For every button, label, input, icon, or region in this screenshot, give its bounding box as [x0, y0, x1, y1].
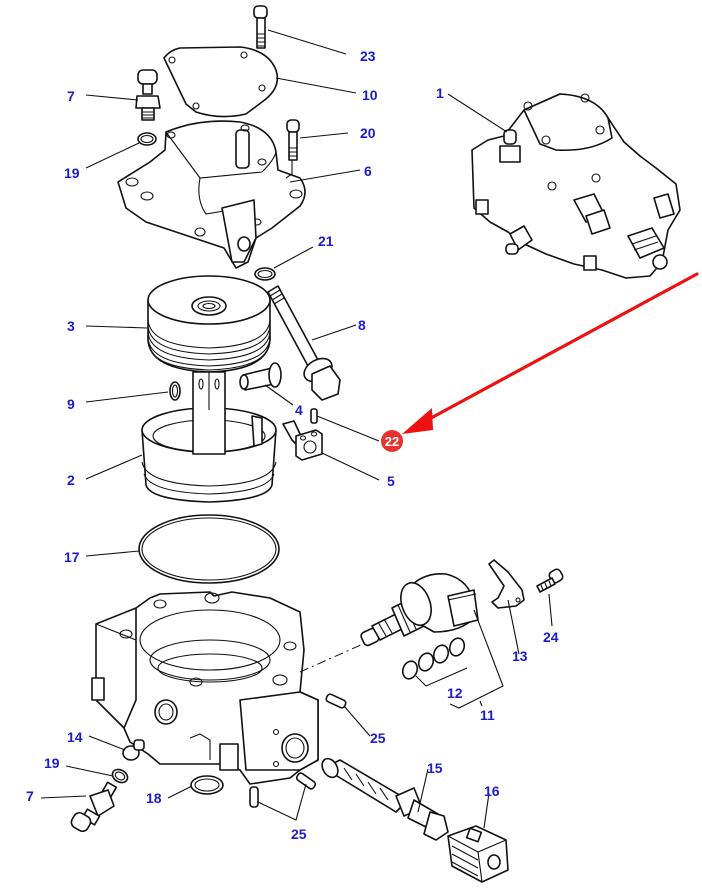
callout-20[interactable]: 20: [360, 125, 376, 141]
part-25-pin-a: [325, 693, 347, 709]
part-24-cap-screw: [536, 568, 564, 593]
part-8-bolt: [267, 285, 341, 401]
callout-17[interactable]: 17: [64, 549, 80, 565]
part-13-retaining-fork: [488, 559, 525, 609]
main-valve-body: [91, 591, 319, 785]
part-25-pin-b: [249, 786, 259, 808]
callout-6[interactable]: 6: [364, 163, 372, 179]
callout-3[interactable]: 3: [67, 318, 75, 334]
part-7-pressure-switch-top: [135, 69, 161, 121]
callout-1[interactable]: 1: [436, 85, 444, 101]
part-16-coil-connector: [447, 825, 509, 883]
part-19-o-ring-top: [137, 132, 157, 146]
leader-lines: [40, 29, 553, 829]
part-14-plug: [122, 739, 145, 761]
part-23-cap-screw: [253, 5, 268, 49]
part-1-complete-assembly: [471, 93, 681, 279]
part-20-cap-screw: [286, 119, 300, 161]
callout-11[interactable]: 11: [480, 707, 495, 723]
callout-19-top[interactable]: 19: [64, 165, 80, 181]
part-22-roll-pin: [310, 408, 318, 424]
part-10-cover-plate: [163, 46, 279, 118]
part-12-o-ring-set: [401, 637, 466, 680]
callout-9[interactable]: 9: [67, 396, 75, 412]
part-17-large-o-ring: [138, 514, 280, 584]
part-7-pressure-switch-lower: [70, 781, 118, 833]
red-arrow-icon: [402, 272, 699, 434]
callout-5[interactable]: 5: [387, 473, 395, 489]
alignment-line: [299, 639, 373, 673]
part-6-upper-housing: [117, 120, 306, 269]
callout-23[interactable]: 23: [360, 48, 376, 64]
part-15-valve-cartridge: [321, 757, 449, 841]
part-9-o-ring: [169, 381, 181, 401]
callout-14[interactable]: 14: [67, 729, 83, 745]
callout-19-lower[interactable]: 19: [44, 755, 60, 771]
callout-24[interactable]: 24: [543, 629, 559, 645]
callout-15[interactable]: 15: [427, 760, 443, 776]
callout-8[interactable]: 8: [358, 317, 366, 333]
part-4-pin: [239, 362, 282, 391]
callout-7-lower[interactable]: 7: [26, 788, 34, 804]
callout-13[interactable]: 13: [512, 648, 528, 664]
callout-7-top[interactable]: 7: [67, 88, 75, 104]
highlight-callout-22[interactable]: 22: [381, 430, 403, 452]
callout-18[interactable]: 18: [146, 790, 162, 806]
callout-10[interactable]: 10: [362, 87, 378, 103]
part-19-o-ring-lower: [111, 768, 129, 784]
part-25-pin-c: [295, 772, 317, 790]
part-11-solenoid-valve: [360, 573, 479, 647]
highlight-badge-label: 22: [385, 434, 399, 449]
part-2-cup: [141, 371, 277, 503]
callout-2[interactable]: 2: [67, 472, 75, 488]
callout-4[interactable]: 4: [295, 402, 303, 418]
part-3-piston: [147, 275, 271, 373]
callout-25-right[interactable]: 25: [370, 730, 386, 746]
callout-12[interactable]: 12: [447, 685, 463, 701]
highlight-badge: [381, 430, 403, 452]
callout-21[interactable]: 21: [318, 233, 334, 249]
callout-25-lower[interactable]: 25: [291, 826, 307, 842]
callout-labels: 23 7 10 1 20 19 6 21 3 8 9 4 2 5 17 24 1…: [26, 48, 559, 842]
part-5-clamp-block: [282, 420, 323, 461]
callout-16[interactable]: 16: [484, 783, 500, 799]
